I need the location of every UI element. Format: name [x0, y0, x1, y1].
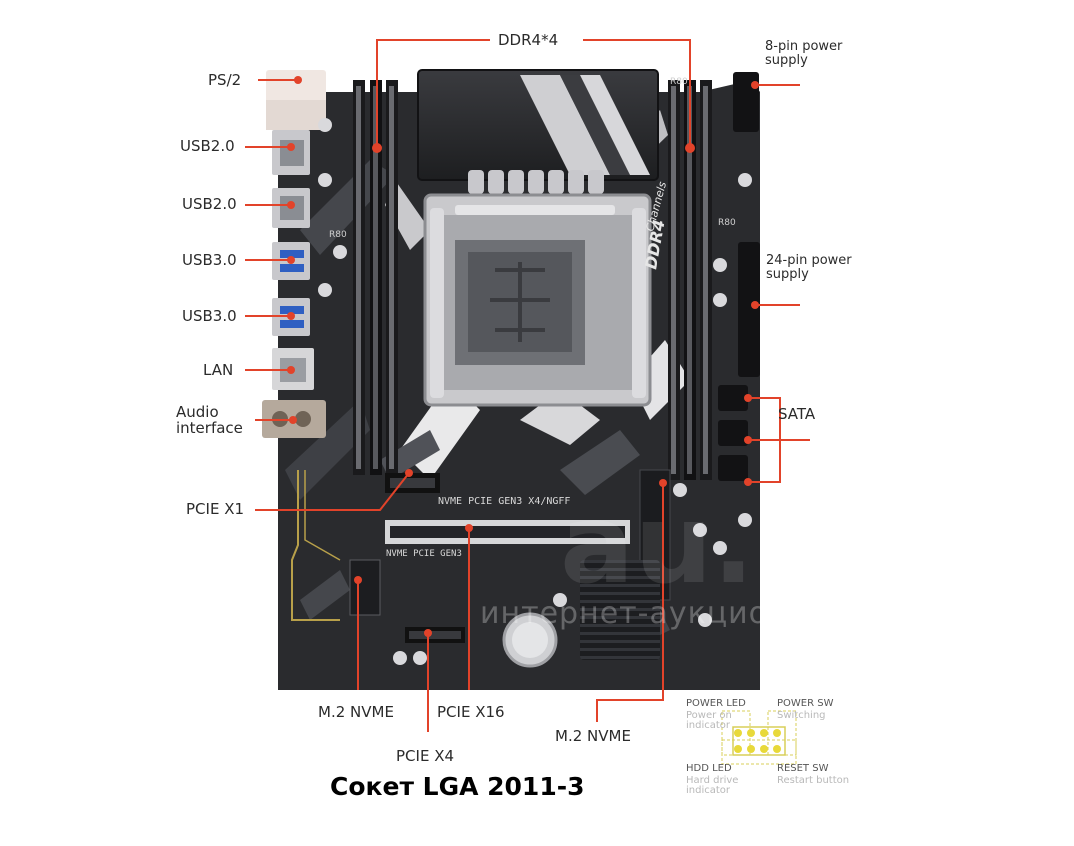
label-m2-nvme-left: M.2 NVME — [318, 703, 394, 721]
fp-power-sw: POWER SW — [777, 698, 834, 709]
fp-power-led: POWER LED — [686, 698, 746, 709]
label-audio-line2: interface — [176, 419, 243, 437]
cmos-battery — [502, 612, 558, 668]
pcie-slots — [349, 473, 630, 643]
pointer-dots — [287, 76, 759, 637]
label-sata: SATA — [778, 405, 816, 423]
chokes — [468, 170, 604, 194]
label-pcie-x4: PCIE X4 — [396, 747, 455, 765]
label-usb20-b: USB2.0 — [182, 195, 237, 213]
vrm-heatsink — [417, 69, 659, 181]
silk-r80-b: R80 — [718, 218, 736, 228]
silk-nvme-2: NVME PCIE GEN3 — [386, 549, 462, 559]
fp-power-sw-sub: Switching — [777, 710, 826, 721]
label-audio-line1: Audio — [176, 403, 219, 421]
watermark-logo: au.ru — [560, 480, 887, 608]
label-lan: LAN — [203, 361, 234, 379]
label-ddr4: DDR4*4 — [498, 31, 559, 49]
label-pcie-x1: PCIE X1 — [186, 500, 245, 518]
pointer-lines — [245, 39, 810, 732]
fp-hdd-led-sub1: Hard drive — [686, 775, 739, 786]
dimm-slots — [353, 80, 712, 480]
label-24pin-power-line2: supply — [766, 267, 809, 282]
label-ps2: PS/2 — [208, 71, 242, 89]
fp-power-led-sub2: indicator — [686, 720, 731, 731]
front-panel-header — [721, 710, 797, 765]
chipset-heatsink — [580, 560, 660, 660]
silk-r80-a: R80 — [329, 230, 347, 240]
label-pcie-x16: PCIE X16 — [437, 703, 505, 721]
silk-r80-c: R80 — [670, 77, 688, 87]
cpu-socket — [423, 193, 652, 407]
label-8pin-power-line2: supply — [765, 53, 808, 68]
silk-nvme-1: NVME PCIE GEN3 X4/NGFF — [438, 496, 570, 507]
fp-power-led-sub1: Power on — [686, 710, 732, 721]
sata-connectors — [718, 385, 748, 481]
label-m2-nvme-right: M.2 NVME — [555, 727, 631, 745]
label-8pin-power-line1: 8-pin power — [765, 39, 843, 54]
fp-hdd-led-sub2: indicator — [686, 785, 731, 796]
fp-hdd-led: HDD LED — [686, 763, 732, 774]
label-usb30-a: USB3.0 — [182, 251, 237, 269]
fp-reset-sw-sub: Restart button — [777, 775, 850, 786]
label-24pin-power-line1: 24-pin power — [766, 253, 852, 268]
label-usb30-b: USB3.0 — [182, 307, 237, 325]
watermark-text: интернет-аукцион — [480, 596, 789, 631]
capacitors — [318, 118, 752, 665]
socket-caption: Сокет LGA 2011-3 — [330, 772, 585, 801]
label-usb20-a: USB2.0 — [180, 137, 235, 155]
fp-reset-sw: RESET SW — [777, 763, 829, 774]
